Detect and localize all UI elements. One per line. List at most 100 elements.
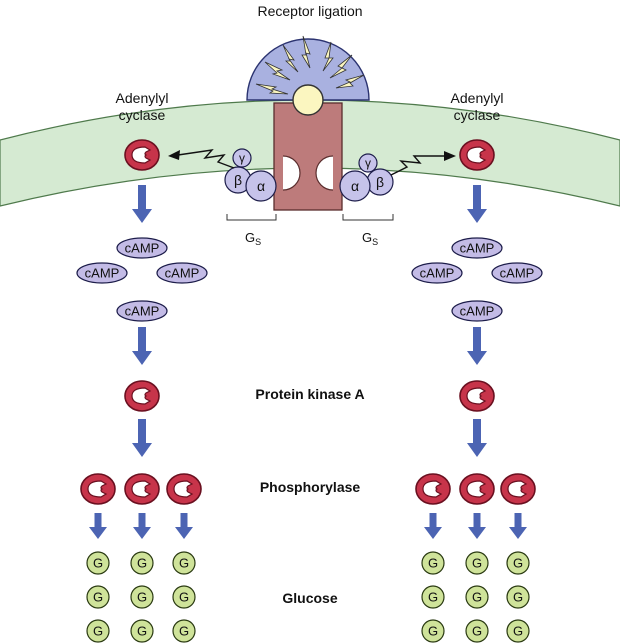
beta-label-left: β	[234, 172, 242, 188]
camp-mid-right-right: cAMP	[491, 262, 543, 284]
arrow-to-glucose-left-3	[175, 513, 193, 539]
arrow-to-phosphorylase-right	[467, 419, 487, 457]
ligand-ball	[292, 84, 324, 116]
glucose-left-2-3: G	[130, 619, 154, 643]
svg-text:G: G	[513, 624, 523, 639]
svg-text:G: G	[137, 590, 147, 605]
arrow-to-pka-left	[132, 327, 152, 365]
glucose-right-3-1: G	[506, 551, 530, 575]
camp-top-left: cAMP	[116, 237, 168, 259]
svg-text:cAMP: cAMP	[460, 241, 495, 256]
glucose-left-2-1: G	[130, 551, 154, 575]
glucose-left-3-1: G	[172, 551, 196, 575]
gs-label-right: GS	[362, 230, 378, 247]
glucose-right-3-2: G	[506, 585, 530, 609]
svg-text:G: G	[513, 590, 523, 605]
beta-label-right: β	[376, 174, 384, 190]
gs-bracket-left	[226, 214, 277, 221]
adenylyl-cyclase-left	[124, 139, 160, 171]
phosphorylase-left-3	[166, 473, 202, 505]
camp-bottom-left: cAMP	[116, 300, 168, 322]
phosphorylase-left-1	[80, 473, 116, 505]
lightning-bolt-icon	[255, 35, 365, 95]
svg-text:cAMP: cAMP	[125, 241, 160, 256]
gamma-label-left: γ	[239, 151, 245, 165]
glucose-left-1-3: G	[86, 619, 110, 643]
camp-mid-left-right: cAMP	[411, 262, 463, 284]
adenylyl-label-left-1: Adenylyl	[116, 90, 169, 106]
arrow-to-glucose-left-1	[89, 513, 107, 539]
glucose-left-1-1: G	[86, 551, 110, 575]
arrow-to-pka-right	[467, 327, 487, 365]
glucose-right-3-3: G	[506, 619, 530, 643]
glucose-left-3-3: G	[172, 619, 196, 643]
phosphorylase-right-3	[500, 473, 536, 505]
svg-text:G: G	[93, 624, 103, 639]
arrow-to-glucose-right-2	[468, 513, 486, 539]
svg-text:G: G	[137, 556, 147, 571]
arrow-to-glucose-left-2	[133, 513, 151, 539]
camp-mid-left-left: cAMP	[76, 262, 128, 284]
glucose-right-1-1: G	[421, 551, 445, 575]
phosphorylase-right-1	[415, 473, 451, 505]
glucose-right-1-2: G	[421, 585, 445, 609]
alpha-label-left: α	[257, 178, 265, 194]
glucose-left-3-2: G	[172, 585, 196, 609]
protein-kinase-a-left	[124, 380, 160, 412]
svg-text:G: G	[428, 624, 438, 639]
svg-text:G: G	[93, 556, 103, 571]
glucose-right-2-2: G	[465, 585, 489, 609]
svg-text:G: G	[513, 556, 523, 571]
activation-arrow-right	[390, 151, 456, 176]
glucose-right-2-3: G	[465, 619, 489, 643]
adenylyl-label-right-1: Adenylyl	[451, 90, 504, 106]
gamma-subunit-left	[232, 148, 252, 168]
arrow-to-glucose-right-1	[424, 513, 442, 539]
adenylyl-label-left-2: cyclase	[119, 107, 166, 123]
svg-text:cAMP: cAMP	[500, 266, 535, 281]
glucose-left-1-2: G	[86, 585, 110, 609]
arrow-to-glucose-right-3	[509, 513, 527, 539]
glucose-right-2-1: G	[465, 551, 489, 575]
phosphorylase-label: Phosphorylase	[260, 479, 361, 495]
glucose-right-1-3: G	[421, 619, 445, 643]
arrow-to-camp-right	[467, 185, 487, 223]
svg-text:G: G	[179, 590, 189, 605]
svg-text:G: G	[179, 624, 189, 639]
alpha-subunit-left	[245, 170, 277, 202]
svg-text:G: G	[428, 556, 438, 571]
arrow-to-camp-left	[132, 185, 152, 223]
alpha-subunit-right	[339, 170, 371, 202]
adenylyl-label-right-2: cyclase	[454, 107, 501, 123]
phosphorylase-right-2	[459, 473, 495, 505]
camp-mid-right-left: cAMP	[156, 262, 208, 284]
protein-kinase-a-right	[459, 380, 495, 412]
glucose-label: Glucose	[282, 590, 337, 606]
activation-arrow-left	[168, 149, 235, 169]
gamma-label-right: γ	[365, 156, 371, 170]
gs-label-left: GS	[245, 230, 261, 247]
phosphorylase-left-2	[124, 473, 160, 505]
svg-text:G: G	[428, 590, 438, 605]
svg-text:G: G	[472, 624, 482, 639]
svg-text:G: G	[472, 590, 482, 605]
svg-text:cAMP: cAMP	[420, 266, 455, 281]
svg-text:cAMP: cAMP	[460, 304, 495, 319]
arrow-to-phosphorylase-left	[132, 419, 152, 457]
camp-bottom-right: cAMP	[451, 300, 503, 322]
svg-text:cAMP: cAMP	[165, 266, 200, 281]
glucose-left-2-2: G	[130, 585, 154, 609]
gamma-subunit-right	[358, 153, 378, 173]
svg-text:G: G	[179, 556, 189, 571]
camp-top-right: cAMP	[451, 237, 503, 259]
svg-text:cAMP: cAMP	[85, 266, 120, 281]
svg-text:G: G	[137, 624, 147, 639]
title-receptor-ligation: Receptor ligation	[257, 3, 362, 19]
alpha-label-right: α	[351, 178, 359, 194]
adenylyl-cyclase-right	[459, 139, 495, 171]
svg-text:cAMP: cAMP	[125, 304, 160, 319]
protein-kinase-label: Protein kinase A	[255, 386, 364, 402]
svg-text:G: G	[93, 590, 103, 605]
gs-bracket-right	[342, 214, 394, 221]
